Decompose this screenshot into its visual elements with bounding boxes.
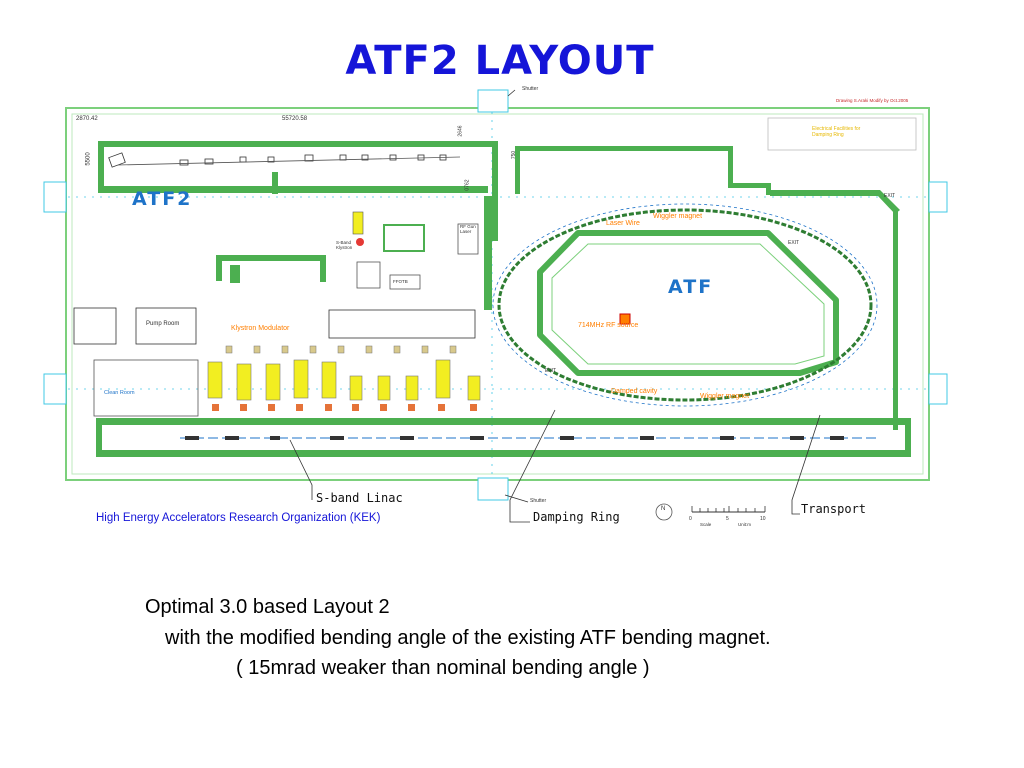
caption-line-3: ( 15mrad weaker than nominal bending ang… xyxy=(236,657,650,679)
wiggler-magnet-bottom-label: Wiggler magnet xyxy=(700,393,750,400)
rf-source-label: 714MHz RF source xyxy=(578,322,639,329)
transport-callout: Transport xyxy=(801,502,867,516)
damping-ring-inner-wall-2 xyxy=(551,243,825,365)
linac-elements xyxy=(185,436,844,440)
equipment-block xyxy=(328,309,476,339)
clean-room-outline xyxy=(93,359,199,417)
klystron-area xyxy=(383,224,425,252)
damping-ring-orbit-outer xyxy=(492,203,878,407)
yellow-klystron-block xyxy=(352,211,364,235)
damping-ring-orbit xyxy=(497,208,873,402)
organization-label: High Energy Accelerators Research Organi… xyxy=(96,512,381,524)
modulator-small-boxes xyxy=(225,345,457,354)
callout-leaders xyxy=(289,89,821,523)
rf-gun-laser-label: RF Gun Laser xyxy=(460,224,476,234)
dimension-top: 55720.58 xyxy=(282,116,308,122)
atf2-beamline-elements xyxy=(108,152,447,168)
clean-room-label: Clean Room xyxy=(104,390,135,396)
wiggler-magnet-top-label: Wiggler magnet xyxy=(653,213,703,220)
scale-ten: 10 xyxy=(760,516,766,522)
fotb-box xyxy=(389,274,421,290)
caption-line-2: with the modified bending angle of the e… xyxy=(165,627,771,649)
scale-unit: Unit:m xyxy=(738,522,752,527)
rf-source-marker xyxy=(619,313,631,325)
laser-room xyxy=(457,223,479,255)
shutter-top-label: Shutter xyxy=(522,86,539,92)
scale-five: 5 xyxy=(726,516,729,522)
damped-cavity-label: Damped cavity xyxy=(611,388,658,395)
shutter-bottom-label: Shutter xyxy=(530,498,547,504)
damping-ring-inner-wall xyxy=(537,230,839,376)
dimension-side: 5500 xyxy=(85,152,92,166)
north-arrow xyxy=(655,503,673,521)
sband-klystron-label: S-Band Klystron xyxy=(336,240,353,250)
yellow-note-area xyxy=(767,117,917,151)
damping-ring-callout: Damping Ring xyxy=(533,510,620,524)
sband-box xyxy=(356,261,381,289)
exit-label-2: EXIT xyxy=(788,240,800,246)
side-room xyxy=(73,307,117,345)
atf2-tunnel xyxy=(98,141,498,310)
sband-linac-callout: S-band Linac xyxy=(316,491,403,505)
page-title: ATF2 LAYOUT xyxy=(345,38,655,84)
klystron-red-units xyxy=(212,404,477,411)
drawing-note: Drawing S.Araki Modify by Oct.2005 xyxy=(836,98,909,103)
dimension-mid-3: 750 xyxy=(511,150,518,160)
atf-region-label: ATF xyxy=(668,276,714,298)
fotb-label: FFOTB xyxy=(393,279,408,284)
klystron-modulator-label: Klystron Modulator xyxy=(231,325,290,332)
north-label: N xyxy=(661,506,666,512)
dimension-mid: 2646 xyxy=(457,125,464,137)
dimension-left: 2870.42 xyxy=(76,116,98,122)
dimension-mid-2: 0762 xyxy=(464,179,471,191)
building-inner-outline xyxy=(71,113,924,475)
scale-zero: 0 xyxy=(689,516,692,522)
atf2-region-label: ATF2 xyxy=(132,188,193,210)
atf2-beam-path xyxy=(117,156,461,166)
pump-room-label: Pump Room xyxy=(146,321,180,327)
column-markers xyxy=(43,89,948,501)
caption-line-1: Optimal 3.0 based Layout 2 xyxy=(145,596,390,618)
scale-ticks xyxy=(691,506,766,512)
exit-label-1: EXIT xyxy=(884,193,896,199)
red-marker xyxy=(356,238,364,246)
shield-block xyxy=(216,255,326,283)
scale-label: Scale xyxy=(700,522,712,527)
yellow-note-label: Electrical Facilities for Damping Ring xyxy=(812,126,861,138)
exit-label-3: EXIT xyxy=(545,368,557,374)
linac-tunnel xyxy=(96,418,911,457)
laser-wire-label: Laser Wire xyxy=(606,220,640,227)
transport-walls xyxy=(515,146,900,430)
klystron-modulators xyxy=(207,359,481,401)
pump-room xyxy=(135,307,197,345)
